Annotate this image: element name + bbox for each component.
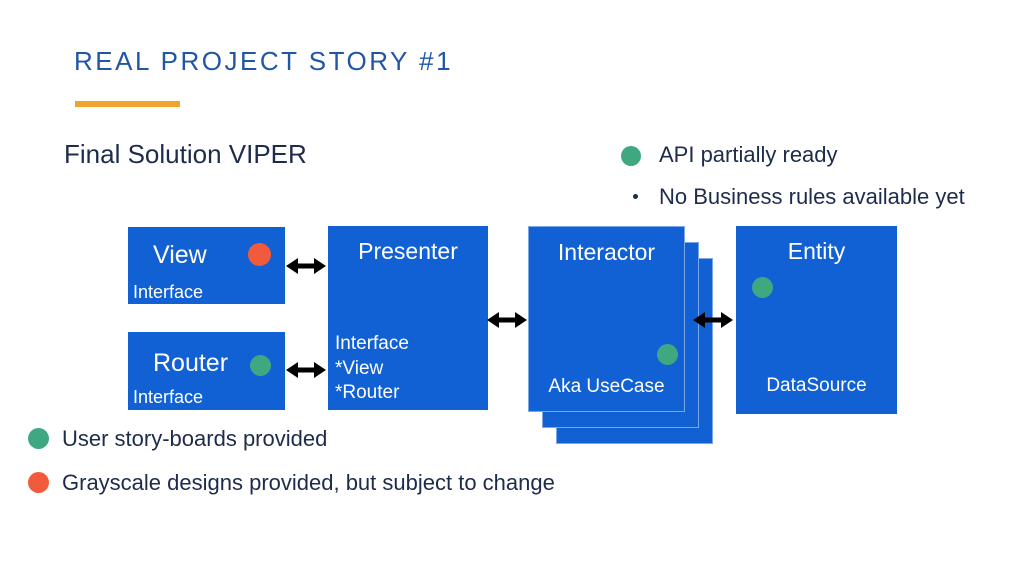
box-interactor: Interactor Aka UseCase <box>528 226 685 412</box>
status-green-dot-icon <box>28 428 49 449</box>
slide-title: REAL PROJECT STORY #1 <box>74 46 454 76</box>
status-green-dot-icon <box>752 277 773 298</box>
box-interactor-subtitle: Aka UseCase <box>548 376 665 397</box>
presenter-line-router: *Router <box>335 382 400 403</box>
note-business-rules: No Business rules available yet <box>659 184 965 209</box>
status-orange-dot-icon <box>248 243 271 266</box>
note-api-status: API partially ready <box>659 142 838 167</box>
legend-grayscale-designs: Grayscale designs provided, but subject … <box>62 470 555 495</box>
title-underline <box>75 101 180 107</box>
legend-user-storyboards: User story-boards provided <box>62 426 328 451</box>
box-entity-subtitle: DataSource <box>766 375 867 396</box>
box-interactor-title: Interactor <box>557 239 656 265</box>
arrow-view-presenter-icon <box>286 258 326 274</box>
box-router-title: Router <box>153 349 229 377</box>
status-orange-dot-icon <box>28 472 49 493</box>
box-view-title: View <box>153 241 207 269</box>
box-presenter: Presenter Interface *View *Router <box>328 226 488 410</box>
presenter-line-view: *View <box>335 357 384 379</box>
box-view-subtitle: Interface <box>133 282 204 302</box>
bullet-icon <box>633 194 638 199</box>
arrow-presenter-interactor-icon <box>487 312 527 328</box>
arrow-router-presenter-icon <box>286 362 326 378</box>
status-green-dot-icon <box>657 344 678 365</box>
box-router: Router Interface <box>128 332 285 410</box>
arrow-interactor-entity-icon <box>693 312 733 328</box>
box-view: View Interface <box>128 227 285 304</box>
status-green-dot-icon <box>621 146 641 166</box>
box-entity-title: Entity <box>787 238 846 264</box>
box-presenter-title: Presenter <box>358 238 458 264</box>
slide-subtitle: Final Solution VIPER <box>64 139 307 169</box>
status-green-dot-icon <box>250 355 271 376</box>
box-router-subtitle: Interface <box>133 387 204 407</box>
box-presenter-lines: Interface *View *Router <box>335 332 409 406</box>
presenter-line-interface: Interface <box>335 333 409 354</box>
box-entity: Entity DataSource <box>736 226 897 414</box>
